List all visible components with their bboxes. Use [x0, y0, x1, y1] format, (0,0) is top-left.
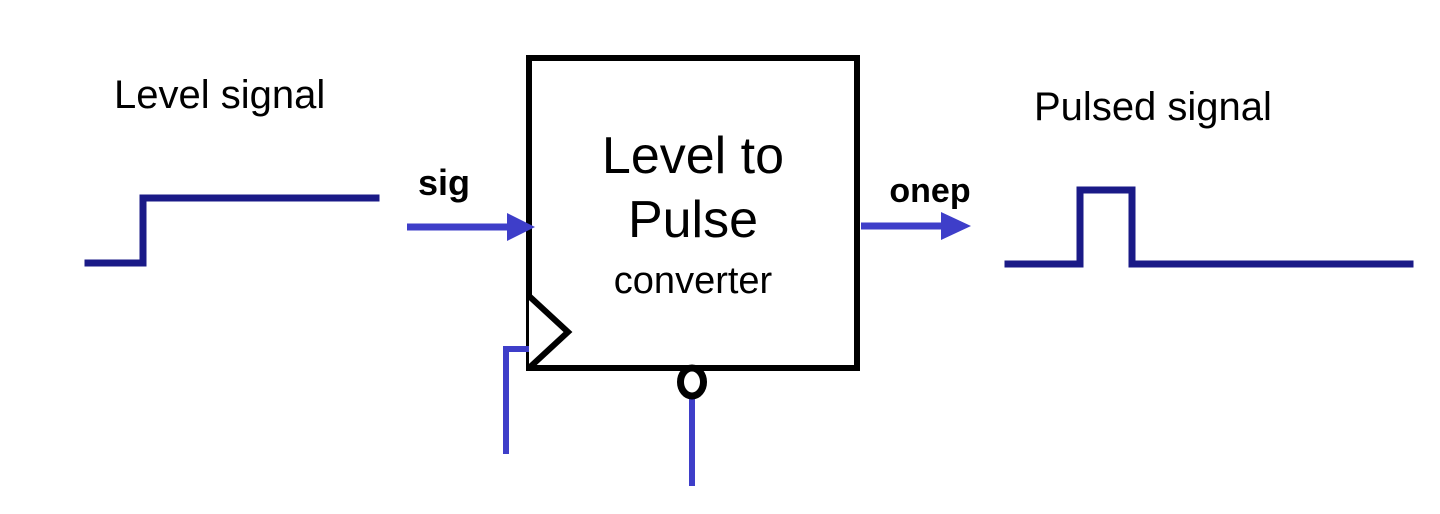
active-low-bubble-icon [677, 364, 707, 400]
onep-arrow-head-icon [941, 212, 971, 240]
sig-input-arrow [407, 213, 535, 241]
waveforms-group [84, 186, 1414, 268]
clock-edge-triangle-icon [526, 293, 573, 371]
clock-input-wire [503, 346, 529, 454]
box-subtitle: converter [613, 260, 773, 302]
converter-box [526, 55, 860, 371]
level-signal-label: Level signal [114, 73, 326, 117]
sig-arrow-head-icon [507, 213, 535, 241]
converter-box-text: Level to Pulse converter [529, 124, 857, 310]
wires-group [503, 346, 695, 486]
onep-output-arrow [861, 212, 971, 240]
box-title-line2: Pulse [627, 191, 759, 249]
level-signal-waveform [84, 194, 380, 267]
sig-port-label: sig [417, 162, 470, 203]
pulsed-signal-label: Pulsed signal [1034, 85, 1272, 129]
pulsed-signal-waveform [1004, 186, 1414, 268]
onep-port-label: onep [889, 172, 971, 210]
box-title-line1: Level to [601, 127, 785, 185]
